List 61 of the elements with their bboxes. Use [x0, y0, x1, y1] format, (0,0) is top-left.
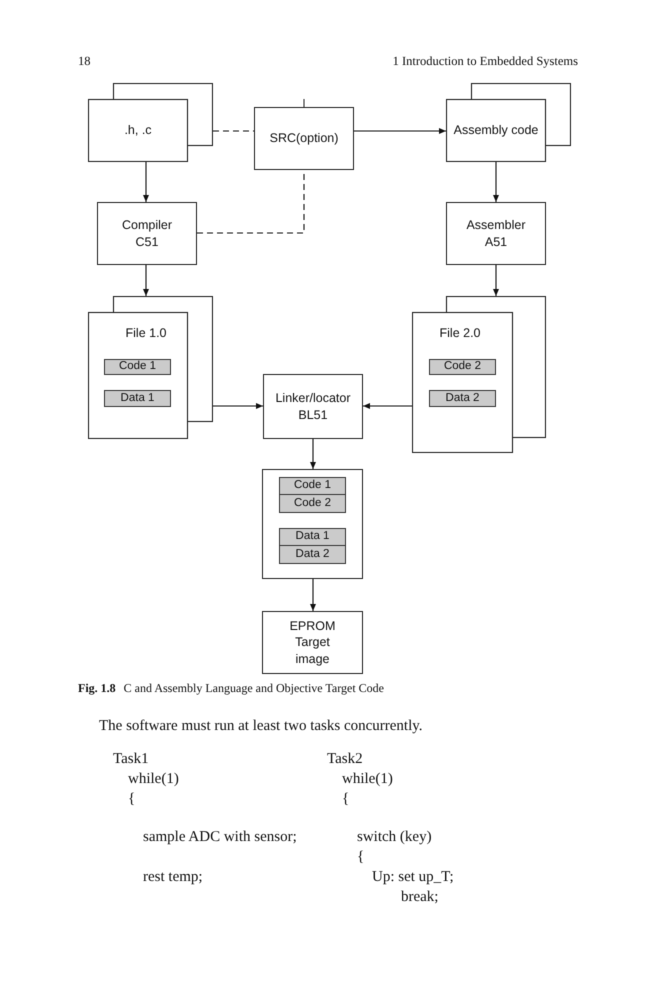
dashed-connector	[213, 130, 254, 132]
page-number: 18	[78, 54, 90, 69]
memory-segment	[104, 359, 171, 375]
arrow	[143, 162, 149, 202]
code-line: Up: set up_T;	[372, 868, 454, 886]
memory-segment	[279, 545, 346, 564]
arrow	[310, 579, 316, 611]
memory-segment	[279, 494, 346, 513]
node-label: Data 2	[296, 548, 330, 560]
arrow	[493, 265, 499, 296]
node-label: Assembly code	[454, 122, 538, 139]
process-box	[254, 107, 354, 170]
document-stack	[88, 83, 213, 162]
node-label: Linker/locator BL51	[274, 390, 352, 423]
process-box	[97, 202, 197, 265]
code-line: Task2	[327, 750, 363, 768]
node-label: File 1.0	[126, 324, 166, 342]
node-label: Assembler A51	[465, 217, 527, 250]
memory-segment	[279, 477, 346, 495]
node-label: Code 1	[294, 480, 332, 492]
node-label: File 2.0	[440, 324, 480, 342]
memory-segment	[279, 528, 346, 546]
node-label: EPROM Target image	[288, 618, 336, 667]
memory-segment	[429, 359, 496, 375]
code-line: Task1	[113, 750, 149, 768]
node-label: Code 2	[294, 498, 332, 510]
code-line: {	[357, 848, 364, 866]
arrow	[493, 162, 499, 202]
node-label: .h, .c	[124, 122, 152, 139]
body-text: The software must run at least two tasks concurrently.	[99, 717, 423, 735]
arrow	[310, 439, 316, 469]
node-label: Data 1	[296, 531, 330, 543]
code-line: break;	[401, 888, 438, 906]
arrow	[363, 403, 412, 409]
arrow	[354, 128, 446, 134]
document-stack	[88, 296, 213, 439]
arrow	[213, 403, 263, 409]
memory-segment	[104, 390, 171, 407]
code-line: switch (key)	[357, 828, 432, 846]
code-line: while(1)	[342, 770, 393, 788]
node-label: Data 2	[446, 392, 480, 404]
node-label: Data 1	[120, 392, 154, 404]
document-stack	[446, 83, 571, 162]
running-header: 1 Introduction to Embedded Systems	[392, 54, 578, 69]
process-box	[263, 374, 363, 439]
memory-segment	[429, 390, 496, 407]
code-line: {	[342, 790, 350, 808]
node-label: Compiler C51	[120, 217, 173, 250]
arrow	[143, 265, 149, 296]
code-line: sample ADC with sensor;	[143, 828, 297, 846]
document-stack	[412, 296, 546, 453]
code-line: {	[128, 790, 136, 808]
process-box	[262, 611, 363, 674]
node-label: SRC(option)	[270, 130, 338, 147]
process-box	[446, 202, 546, 265]
code-line: while(1)	[128, 770, 179, 788]
code-line: rest temp;	[143, 868, 203, 886]
node-label: Code 2	[444, 361, 482, 373]
node-label: Code 1	[118, 361, 156, 373]
memory-map-box	[262, 469, 363, 579]
figure-caption: Fig. 1.8 C and Assembly Language and Objective Target Code	[78, 681, 384, 696]
